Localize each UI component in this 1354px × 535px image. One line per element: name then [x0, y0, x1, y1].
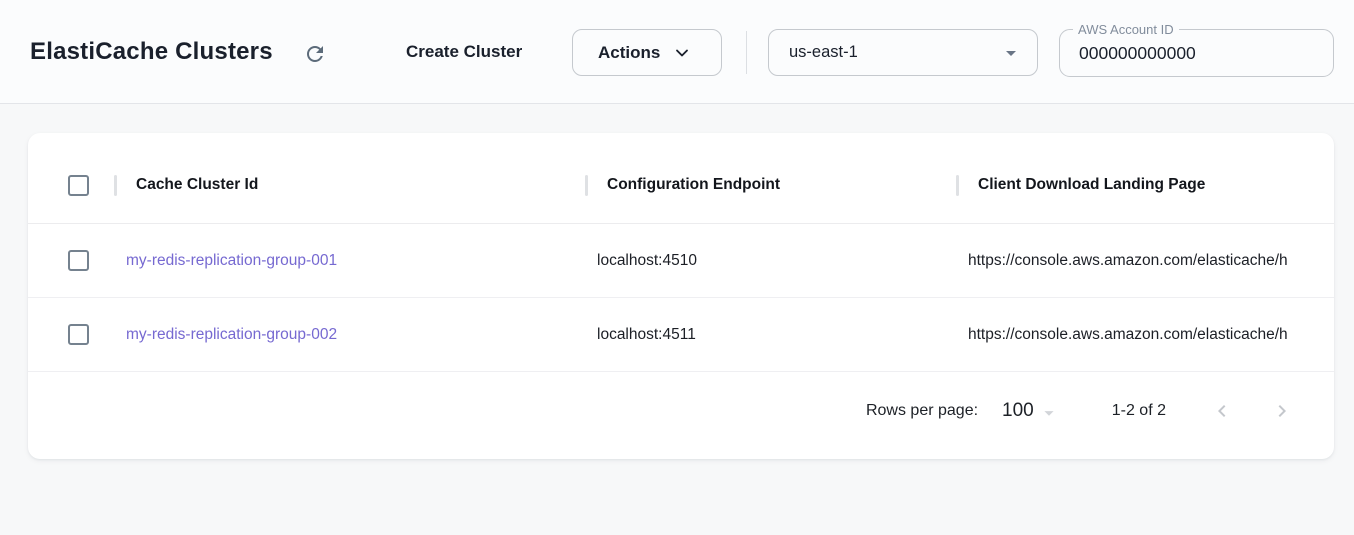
client-download-landing-page-cell: https://console.aws.amazon.com/elasticac…	[968, 325, 1288, 343]
chevron-right-icon	[1278, 404, 1286, 417]
configuration-endpoint-cell: localhost:4510	[597, 251, 697, 269]
cache-cluster-id-cell: my-redis-replication-group-001	[114, 252, 585, 270]
column-header-label: Configuration Endpoint	[607, 176, 781, 193]
aws-account-id-field: AWS Account ID	[1059, 21, 1334, 77]
region-select[interactable]: us-east-1	[768, 29, 1038, 76]
column-header-client-download-landing-page: Client Download Landing Page	[956, 147, 1334, 223]
row-checkbox[interactable]	[68, 324, 89, 345]
region-select-value: us-east-1	[789, 43, 858, 61]
column-separator	[956, 174, 959, 196]
actions-button[interactable]: Actions	[572, 29, 722, 76]
table-row: my-redis-replication-group-002 localhost…	[28, 298, 1334, 372]
column-header-cache-cluster-id: Cache Cluster Id	[114, 147, 585, 223]
refresh-icon	[303, 42, 327, 66]
cluster-link[interactable]: my-redis-replication-group-002	[126, 325, 338, 343]
chevron-left-icon	[1218, 404, 1226, 417]
actions-button-label: Actions	[598, 42, 661, 62]
column-header-label: Client Download Landing Page	[978, 176, 1206, 193]
refresh-button[interactable]	[299, 38, 331, 70]
column-header-label: Cache Cluster Id	[136, 176, 259, 193]
table-row: my-redis-replication-group-001 localhost…	[28, 224, 1334, 298]
cache-cluster-id-cell: my-redis-replication-group-002	[114, 326, 585, 344]
row-checkbox-cell	[28, 324, 114, 345]
chevron-down-icon	[676, 49, 689, 56]
clusters-table-card: Cache Cluster Id Configuration Endpoint …	[28, 133, 1334, 459]
pagination-range: 1-2 of 2	[1111, 401, 1166, 419]
rows-per-page-select[interactable]: 100	[1002, 398, 1060, 424]
column-header-configuration-endpoint: Configuration Endpoint	[585, 147, 956, 223]
rows-per-page-value: 100	[1002, 399, 1034, 421]
column-separator	[585, 174, 588, 196]
page-title: ElastiCache Clusters	[30, 38, 273, 65]
column-separator	[114, 174, 117, 196]
select-all-checkbox[interactable]	[68, 174, 89, 196]
header-checkbox-cell	[28, 174, 114, 196]
row-checkbox[interactable]	[68, 250, 89, 271]
triangle-down-icon	[1044, 410, 1054, 416]
row-checkbox-cell	[28, 250, 114, 271]
next-page-button[interactable]	[1268, 397, 1296, 425]
cluster-link[interactable]: my-redis-replication-group-001	[126, 251, 338, 269]
create-cluster-button[interactable]: Create Cluster	[406, 0, 522, 104]
topbar: ElastiCache Clusters Create Cluster Acti…	[0, 0, 1354, 104]
rows-per-page-label: Rows per page:	[865, 401, 979, 419]
pagination-bar: Rows per page: 100 1-2 of 2	[28, 372, 1334, 459]
aws-account-id-label: AWS Account ID	[1073, 21, 1179, 38]
client-download-landing-page-cell: https://console.aws.amazon.com/elasticac…	[968, 251, 1288, 269]
previous-page-button[interactable]	[1208, 397, 1236, 425]
triangle-down-icon	[1006, 50, 1016, 56]
configuration-endpoint-cell: localhost:4511	[597, 325, 696, 343]
topbar-divider	[746, 31, 747, 74]
table-header-row: Cache Cluster Id Configuration Endpoint …	[28, 133, 1334, 224]
